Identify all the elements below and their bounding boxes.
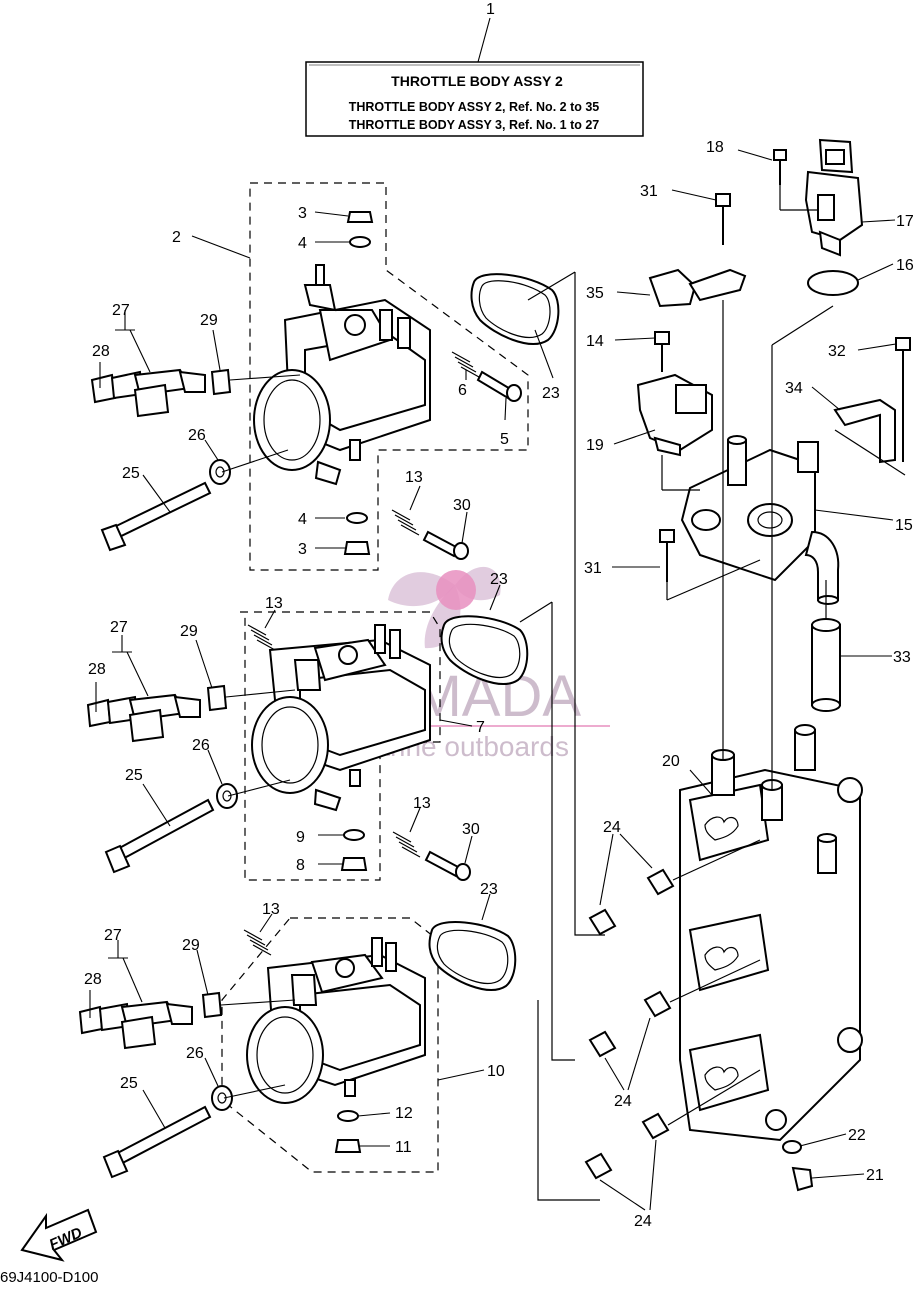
callout-9: 9 xyxy=(296,829,305,846)
callout-14: 14 xyxy=(586,333,604,350)
callout-13: 13 xyxy=(405,469,423,486)
callout-23: 23 xyxy=(480,881,498,898)
callout-32: 32 xyxy=(828,343,846,360)
callout-30: 30 xyxy=(453,497,471,514)
callout-4: 4 xyxy=(298,511,307,528)
callout-23: 23 xyxy=(542,385,560,402)
title-line-2: THROTTLE BODY ASSY 3, Ref. No. 1 to 27 xyxy=(349,118,600,132)
callout-27: 27 xyxy=(112,302,130,319)
callout-26: 26 xyxy=(186,1045,204,1062)
callout-1: 1 xyxy=(486,1,495,18)
callout-24: 24 xyxy=(614,1093,632,1110)
callout-33: 33 xyxy=(893,649,911,666)
callout-26: 26 xyxy=(188,427,206,444)
diagram-code: 69J4100-D100 xyxy=(0,1269,98,1284)
callout-4: 4 xyxy=(298,235,307,252)
callout-24: 24 xyxy=(603,819,621,836)
callout-29: 29 xyxy=(200,312,218,329)
callout-11: 11 xyxy=(395,1139,412,1156)
callout-25: 25 xyxy=(120,1075,138,1092)
callout-28: 28 xyxy=(84,971,102,988)
callout-13: 13 xyxy=(265,595,283,612)
intake-manifold-group xyxy=(519,138,911,1211)
callout-23: 23 xyxy=(490,571,508,588)
callout-3: 3 xyxy=(298,541,307,558)
callout-35: 35 xyxy=(586,285,604,302)
callout-7: 7 xyxy=(476,719,485,736)
callout-34: 34 xyxy=(785,380,803,397)
callout-22: 22 xyxy=(848,1127,866,1144)
callout-13: 13 xyxy=(413,795,431,812)
callout-16: 16 xyxy=(896,257,914,274)
callout-31: 31 xyxy=(640,183,658,200)
fwd-direction-arrow: FWD xyxy=(20,1208,98,1262)
callout-15: 15 xyxy=(895,517,913,534)
title-heading: THROTTLE BODY ASSY 2 xyxy=(391,73,563,89)
callout-31: 31 xyxy=(584,560,602,577)
callout-29: 29 xyxy=(182,937,200,954)
callout-18: 18 xyxy=(706,139,724,156)
callout-6: 6 xyxy=(458,382,467,399)
callout-20: 20 xyxy=(662,753,680,770)
callout-17: 17 xyxy=(896,213,914,230)
callout-27: 27 xyxy=(110,619,128,636)
callout-26: 26 xyxy=(192,737,210,754)
callout-25: 25 xyxy=(125,767,143,784)
callout-28: 28 xyxy=(92,343,110,360)
callout-3: 3 xyxy=(298,205,307,222)
callout-10: 10 xyxy=(487,1063,505,1080)
callout-2: 2 xyxy=(172,229,181,246)
callout-24: 24 xyxy=(634,1213,652,1230)
callout-19: 19 xyxy=(586,437,604,454)
callout-27: 27 xyxy=(104,927,122,944)
callout-12: 12 xyxy=(395,1105,413,1122)
callout-29: 29 xyxy=(180,623,198,640)
callout-8: 8 xyxy=(296,857,305,874)
callout-labels: 2 3 4 6 5 23 27 28 29 26 25 13 30 4 3 13… xyxy=(84,139,914,1230)
title-line-1: THROTTLE BODY ASSY 2, Ref. No. 2 to 35 xyxy=(349,100,600,114)
throttle-body-assy-middle xyxy=(86,584,529,881)
callout-13: 13 xyxy=(262,901,280,918)
throttle-body-assy-top xyxy=(90,182,560,571)
callout-21: 21 xyxy=(866,1167,884,1184)
callout-25: 25 xyxy=(122,465,140,482)
throttle-body-assy-bottom xyxy=(78,893,517,1179)
callout-5: 5 xyxy=(500,431,509,448)
callout-28: 28 xyxy=(88,661,106,678)
callout-30: 30 xyxy=(462,821,480,838)
title-box: 1 THROTTLE BODY ASSY 2 THROTTLE BODY ASS… xyxy=(305,1,644,137)
